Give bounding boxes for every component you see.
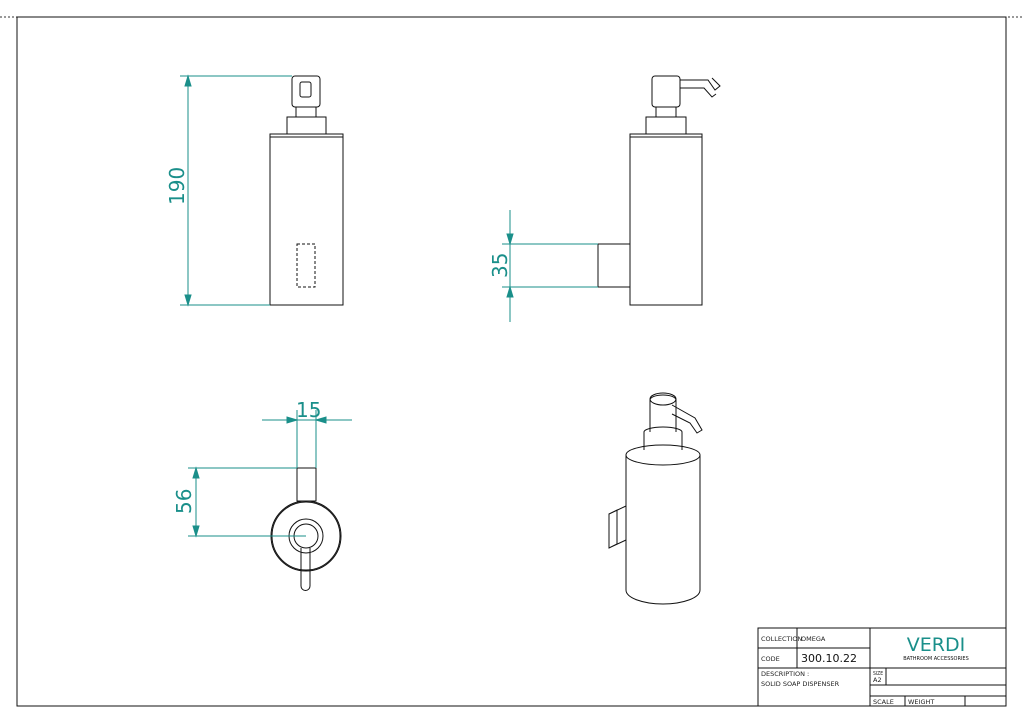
scale-label: SCALE <box>873 698 894 706</box>
brand-logo: VERDI <box>907 634 965 656</box>
collection-value: OMEGA <box>801 635 826 643</box>
weight-label: WEIGHT <box>908 698 934 706</box>
dimension-bracket-height: 35 <box>488 253 512 278</box>
drawing-frame <box>16 16 1007 707</box>
top-view: 15 56 <box>172 398 352 591</box>
dimension-wall-offset: 56 <box>172 489 196 514</box>
side-view: 35 <box>488 75 721 322</box>
dimension-height: 190 <box>165 167 189 205</box>
code-value: 300.10.22 <box>801 652 857 665</box>
size-label: SIZE <box>873 671 883 677</box>
collection-label: COLLECTION <box>761 635 803 643</box>
description-value: SOLID SOAP DISPENSER <box>761 680 840 688</box>
brand-subtitle: BATHROOM ACCESSORIES <box>903 656 969 662</box>
size-value: A2 <box>873 676 882 684</box>
title-block <box>757 627 1007 707</box>
front-view: 190 <box>165 74 344 307</box>
description-label: DESCRIPTION : <box>761 670 809 678</box>
isometric-view <box>608 392 703 605</box>
code-label: CODE <box>761 655 780 663</box>
dimension-bracket-width: 15 <box>296 398 321 422</box>
